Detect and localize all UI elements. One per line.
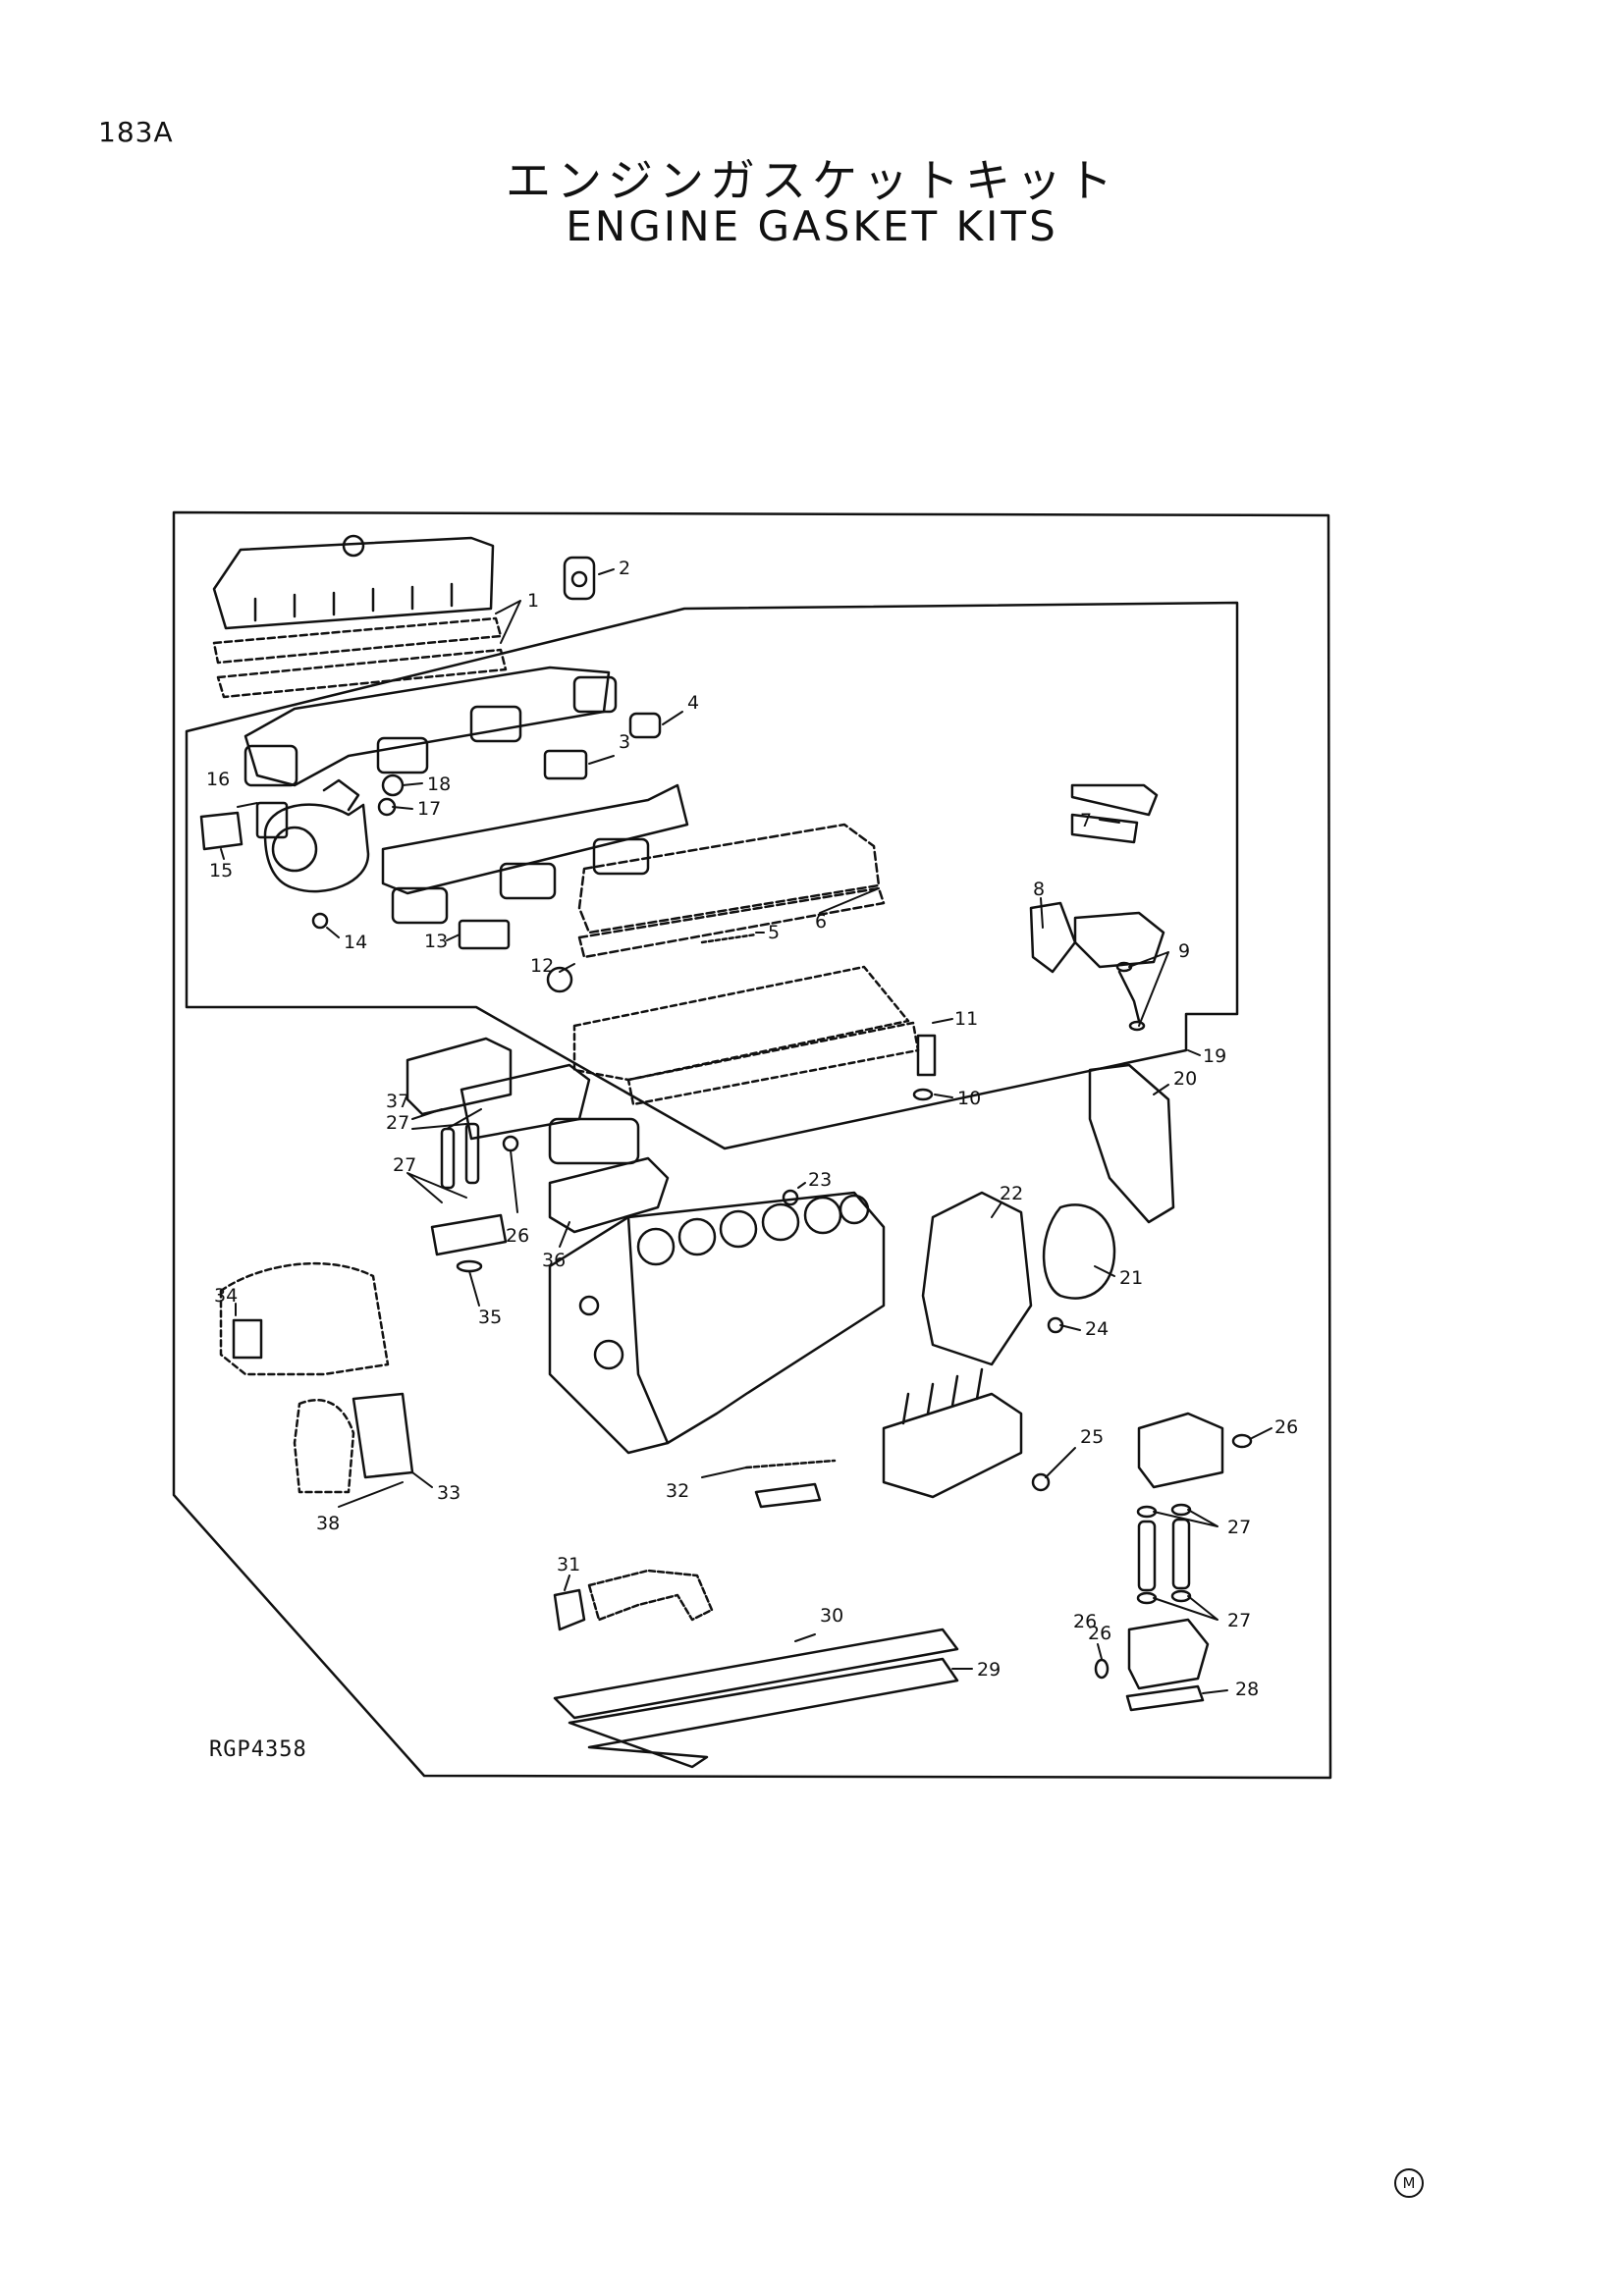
callout-13: 13 xyxy=(424,931,448,952)
oil-pan-gasket-part xyxy=(553,1628,959,1720)
callout-10: 10 xyxy=(957,1088,981,1109)
title-english: ENGINE GASKET KITS xyxy=(566,202,1058,250)
callout-15: 15 xyxy=(209,860,233,881)
callout-25: 25 xyxy=(1080,1426,1104,1448)
callout-18: 18 xyxy=(427,774,451,795)
callout-23: 23 xyxy=(808,1169,832,1191)
callout-4: 4 xyxy=(687,692,699,714)
callout-24: 24 xyxy=(1085,1318,1109,1340)
callout-27-pump-lower: 27 xyxy=(1227,1610,1251,1631)
callout-26-pump: 26 xyxy=(1274,1416,1298,1438)
head-cover-gasket-part xyxy=(577,823,881,934)
callout-19: 19 xyxy=(1203,1045,1226,1067)
injection-pump-part xyxy=(882,1392,1023,1499)
callout-36: 36 xyxy=(542,1250,566,1271)
callout-20: 20 xyxy=(1173,1068,1197,1090)
oil-cooler-part xyxy=(406,1037,513,1116)
rocker-cover-gasket-part xyxy=(212,616,503,665)
callout-33: 33 xyxy=(437,1482,460,1504)
callout-31: 31 xyxy=(557,1554,580,1575)
cylinder-head-gasket-part xyxy=(572,965,910,1082)
callout-1: 1 xyxy=(527,590,539,612)
callout-12: 12 xyxy=(530,955,554,977)
title-japanese: エンジンガスケットキット xyxy=(506,154,1118,207)
callout-8: 8 xyxy=(1033,879,1045,900)
callout-26-extra: 26 xyxy=(1088,1623,1111,1644)
callout-3: 3 xyxy=(619,731,630,753)
valve-cover-part xyxy=(212,536,495,630)
inner-kit-outline xyxy=(185,601,1239,1150)
water-pump-part xyxy=(1137,1412,1224,1489)
callout-32: 32 xyxy=(666,1480,689,1502)
intake-manifold-part xyxy=(381,783,689,895)
callout-22: 22 xyxy=(1000,1183,1023,1204)
callout-35: 35 xyxy=(478,1307,502,1328)
callout-14: 14 xyxy=(344,932,367,953)
callout-28: 28 xyxy=(1235,1679,1259,1700)
thermostat-housing-part xyxy=(1070,783,1159,817)
engine-block-part xyxy=(548,1191,886,1455)
callout-37: 37 xyxy=(386,1091,409,1112)
callout-5: 5 xyxy=(768,922,780,943)
callout-27-pump-upper: 27 xyxy=(1227,1517,1251,1538)
callout-7: 7 xyxy=(1080,810,1092,831)
page-code: 183A xyxy=(98,116,174,148)
callout-6: 6 xyxy=(815,911,827,933)
turbocharger-part xyxy=(263,803,370,893)
callout-26-cooler: 26 xyxy=(506,1225,529,1247)
callout-17: 17 xyxy=(417,798,441,820)
callout-30: 30 xyxy=(820,1605,843,1627)
callout-34: 34 xyxy=(214,1285,238,1307)
callout-9: 9 xyxy=(1178,940,1190,962)
callout-16: 16 xyxy=(206,769,230,790)
callout-29: 29 xyxy=(977,1659,1001,1681)
callout-38: 38 xyxy=(316,1513,340,1534)
callout-2: 2 xyxy=(619,558,630,579)
outer-kit-outline xyxy=(172,510,1332,1780)
callout-21: 21 xyxy=(1119,1267,1143,1289)
drawing-reference: RGP4358 xyxy=(209,1737,307,1762)
callout-27-cooler-lower: 27 xyxy=(393,1154,416,1176)
callout-11: 11 xyxy=(954,1008,978,1030)
circled-m-mark: M xyxy=(1394,2168,1424,2198)
callout-27-cooler-upper: 27 xyxy=(386,1112,409,1134)
callout-26-lower: 26 xyxy=(1073,1611,1097,1632)
